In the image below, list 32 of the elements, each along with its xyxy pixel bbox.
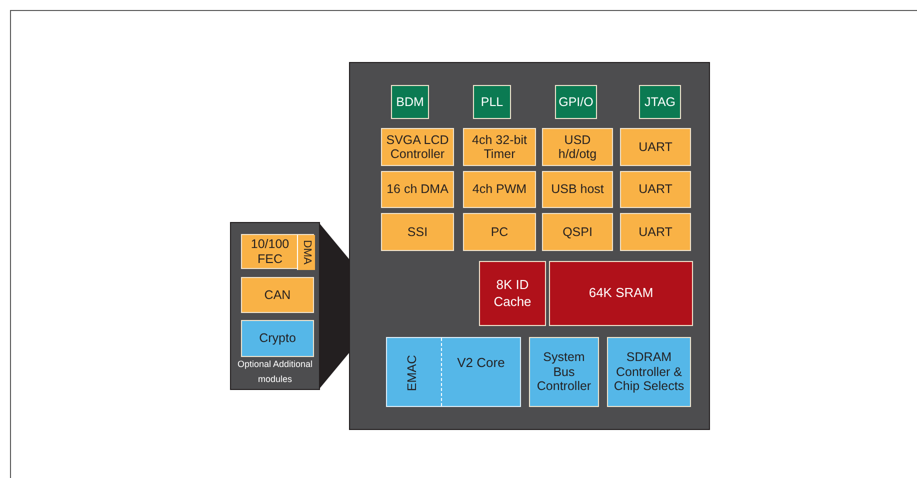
module-block: USB host <box>542 171 613 208</box>
module-block: PC <box>463 213 536 251</box>
core-block <box>386 337 521 407</box>
memory-block: 8K ID Cache <box>479 261 546 326</box>
module-label: DMA <box>300 240 313 265</box>
module-block: SVGA LCD Controller <box>381 128 454 166</box>
module-block <box>241 234 314 269</box>
module-block: BDM <box>391 85 429 119</box>
module-block: UART <box>620 213 691 251</box>
module-block: UART <box>620 171 691 208</box>
memory-block: 64K SRAM <box>549 261 693 326</box>
module-block: UART <box>620 128 691 166</box>
module-block: 16 ch DMA <box>381 171 454 208</box>
module-block: SSI <box>381 213 454 251</box>
module-block: GPI/O <box>555 85 597 119</box>
module-block: SDRAM Controller & Chip Selects <box>607 337 691 407</box>
module-block: JTAG <box>639 85 681 119</box>
module-block: 4ch 32-bit Timer <box>463 128 536 166</box>
module-block: 4ch PWM <box>463 171 536 208</box>
module-label: EMAC <box>405 355 420 392</box>
module-block: QSPI <box>542 213 613 251</box>
module-panel <box>230 222 320 390</box>
core-label: V2 Core <box>456 356 506 371</box>
module-label: 10/100 FEC <box>250 237 290 266</box>
module-block <box>297 235 315 270</box>
module-block: System Bus Controller <box>529 337 599 407</box>
module-block: USD h/d/otg <box>542 128 613 166</box>
module-block: PLL <box>473 85 511 119</box>
chip-block <box>349 62 710 430</box>
module-block: CAN <box>241 277 314 313</box>
module-block: Crypto <box>241 320 314 357</box>
panel-caption: Optional Additional modules <box>236 358 314 386</box>
